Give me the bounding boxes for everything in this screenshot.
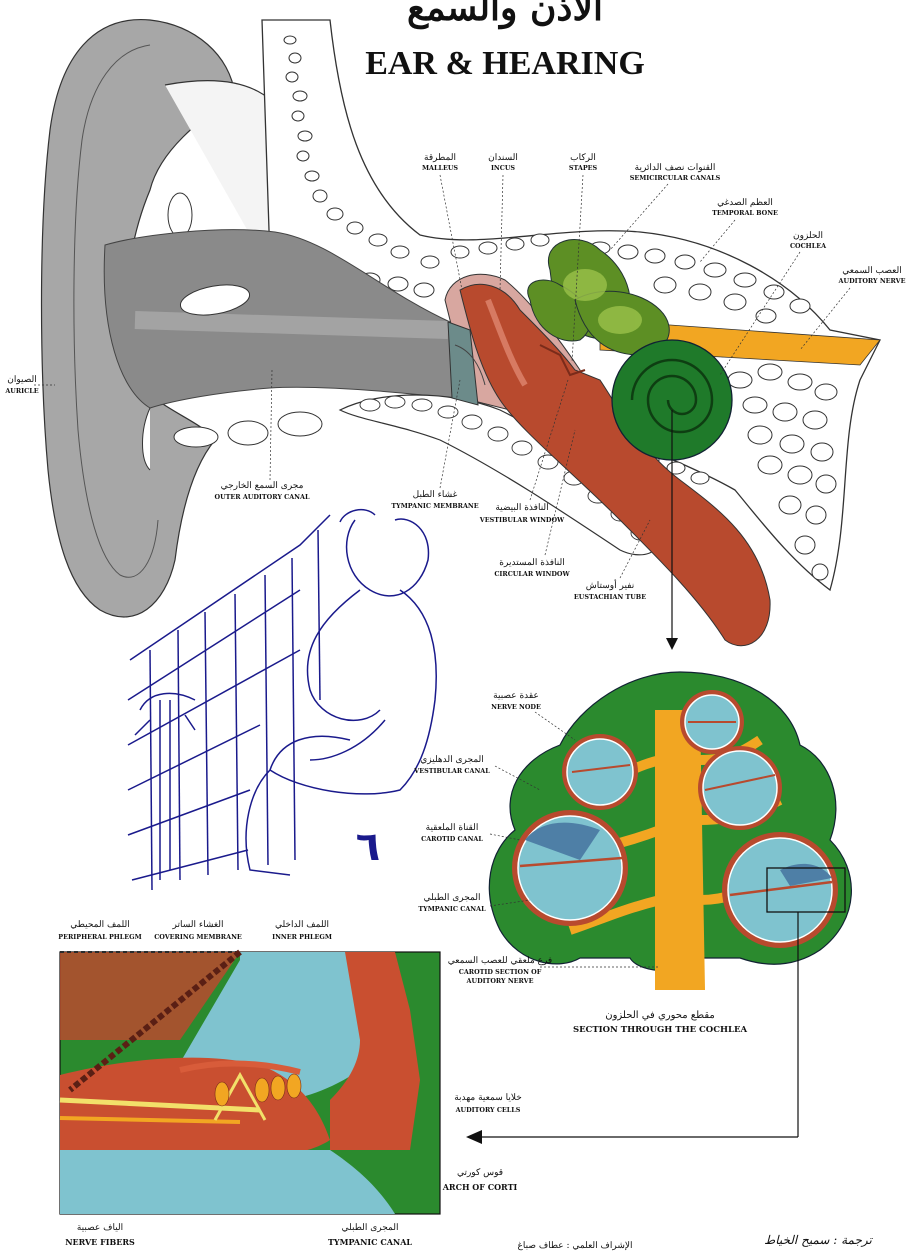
label-nerve-node: عقدة عصبية NERVE NODE xyxy=(491,691,575,740)
svg-text:TYMPANIC MEMBRANE: TYMPANIC MEMBRANE xyxy=(391,502,478,510)
svg-text:CIRCULAR WINDOW: CIRCULAR WINDOW xyxy=(494,570,570,578)
svg-text:الياف عصبية: الياف عصبية xyxy=(77,1223,123,1233)
svg-text:السندان: السندان xyxy=(488,153,518,163)
svg-text:PERIPHERAL PHLEGM: PERIPHERAL PHLEGM xyxy=(58,933,141,941)
svg-text:عقدة عصبية: عقدة عصبية xyxy=(493,691,539,701)
label-auditory-cells: خلايا سمعية مهدبة AUDITORY CELLS xyxy=(454,1093,522,1114)
svg-text:STAPES: STAPES xyxy=(569,164,598,172)
svg-text:فرع ملعقي للعصب السمعي: فرع ملعقي للعصب السمعي xyxy=(448,956,552,966)
svg-text:الحلزون: الحلزون xyxy=(793,231,823,241)
svg-text:NERVE NODE: NERVE NODE xyxy=(491,703,541,711)
svg-text:خلايا سمعية مهدبة: خلايا سمعية مهدبة xyxy=(454,1093,522,1103)
label-inner-phlegm: اللمف الداخلي INNER PHLEGM xyxy=(272,920,332,941)
svg-text:اللمف الداخلي: اللمف الداخلي xyxy=(275,920,329,930)
svg-text:TYMPANIC CANAL: TYMPANIC CANAL xyxy=(418,905,486,913)
svg-text:INNER PHLEGM: INNER PHLEGM xyxy=(272,933,332,941)
svg-text:مقطع محوري في الحلزون: مقطع محوري في الحلزون xyxy=(605,1010,715,1021)
svg-text:المجرى الطبلي: المجرى الطبلي xyxy=(342,1223,399,1233)
svg-text:الركاب: الركاب xyxy=(570,153,596,163)
svg-text:المطرقة: المطرقة xyxy=(424,153,456,163)
svg-text:العظم الصدغي: العظم الصدغي xyxy=(717,198,773,208)
title-arabic: الأذن والسمع xyxy=(407,0,603,30)
svg-text:نفير أوستاش: نفير أوستاش xyxy=(586,578,634,591)
svg-text:الغشاء الساتر: الغشاء الساتر xyxy=(172,920,224,930)
svg-text:قوس كورتي: قوس كورتي xyxy=(457,1168,503,1178)
svg-text:TEMPORAL BONE: TEMPORAL BONE xyxy=(712,209,778,217)
svg-text:CAROTID SECTION OF: CAROTID SECTION OF xyxy=(459,968,542,976)
svg-text:غشاء الطبل: غشاء الطبل xyxy=(413,490,458,500)
svg-text:SECTION THROUGH THE COCHLEA: SECTION THROUGH THE COCHLEA xyxy=(573,1025,748,1035)
figure-number: ٦ xyxy=(356,824,380,870)
svg-text:الصيوان: الصيوان xyxy=(7,375,37,385)
svg-text:OUTER AUDITORY CANAL: OUTER AUDITORY CANAL xyxy=(215,493,310,501)
svg-text:NERVE FIBERS: NERVE FIBERS xyxy=(65,1237,135,1247)
organ-of-corti xyxy=(60,952,440,1214)
svg-text:AUDITORY NERVE: AUDITORY NERVE xyxy=(466,977,534,985)
svg-text:المجرى الطبلي: المجرى الطبلي xyxy=(424,893,481,903)
svg-text:AURICLE: AURICLE xyxy=(4,387,38,395)
svg-text:CAROTID CANAL: CAROTID CANAL xyxy=(421,835,483,843)
svg-text:النافذة البيضية: النافذة البيضية xyxy=(495,503,548,513)
svg-text:COCHLEA: COCHLEA xyxy=(790,242,827,250)
svg-text:المجرى الدهليزي: المجرى الدهليزي xyxy=(420,755,484,765)
section-caption: مقطع محوري في الحلزون SECTION THROUGH TH… xyxy=(573,1010,748,1035)
svg-text:TYMPANIC CANAL: TYMPANIC CANAL xyxy=(328,1237,412,1247)
svg-text:AUDITORY NERVE: AUDITORY NERVE xyxy=(838,277,906,285)
credit-translation: ترجمة : سميح الخياط xyxy=(764,1233,873,1247)
svg-text:القناة الملعقية: القناة الملعقية xyxy=(426,823,479,833)
title-english: EAR & HEARING xyxy=(365,45,645,82)
svg-text:AUDITORY CELLS: AUDITORY CELLS xyxy=(455,1106,521,1114)
cochlea-section xyxy=(489,672,851,990)
svg-text:اللمف المحيطي: اللمف المحيطي xyxy=(70,920,129,930)
svg-text:INCUS: INCUS xyxy=(491,164,515,172)
svg-text:القنوات نصف الدائرية: القنوات نصف الدائرية xyxy=(635,163,716,173)
label-nerve-fibers: الياف عصبية NERVE FIBERS xyxy=(65,1223,135,1247)
svg-text:مجرى السمع الخارجي: مجرى السمع الخارجي xyxy=(221,481,304,491)
credit-supervision: الإشراف العلمي : عطاف صباغ xyxy=(517,1241,632,1251)
svg-text:SEMICIRCULAR CANALS: SEMICIRCULAR CANALS xyxy=(630,174,721,182)
svg-text:ARCH OF CORTI: ARCH OF CORTI xyxy=(442,1182,518,1192)
label-arch: قوس كورتي ARCH OF CORTI xyxy=(442,1168,518,1192)
svg-text:VESTIBULAR CANAL: VESTIBULAR CANAL xyxy=(413,767,490,775)
svg-text:VESTIBULAR WINDOW: VESTIBULAR WINDOW xyxy=(479,516,565,524)
shower-sketch xyxy=(128,510,436,890)
svg-text:COVERING MEMBRANE: COVERING MEMBRANE xyxy=(154,933,242,941)
svg-text:النافذة المستديرة: النافذة المستديرة xyxy=(499,558,564,568)
label-covering: الغشاء الساتر COVERING MEMBRANE xyxy=(154,920,242,941)
svg-text:العصب السمعي: العصب السمعي xyxy=(842,266,901,276)
svg-text:EUSTACHIAN TUBE: EUSTACHIAN TUBE xyxy=(574,593,646,601)
svg-text:MALLEUS: MALLEUS xyxy=(422,164,458,172)
label-peripheral: اللمف المحيطي PERIPHERAL PHLEGM xyxy=(58,920,141,941)
label-tympanic-canal-bottom: المجرى الطبلي TYMPANIC CANAL xyxy=(328,1223,412,1247)
